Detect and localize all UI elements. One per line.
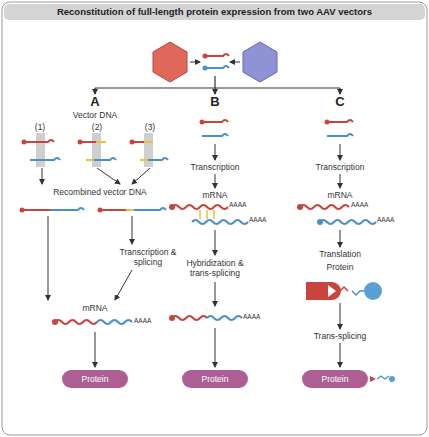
dna-red — [100, 209, 126, 211]
dna-blue — [94, 158, 116, 160]
arrow — [215, 230, 216, 255]
dna-blue — [327, 134, 353, 136]
node-text: Protein — [322, 374, 349, 384]
arrow — [215, 328, 216, 367]
arrow — [42, 168, 43, 184]
recombination-band — [92, 133, 101, 167]
hybridization — [200, 210, 214, 219]
text-label: mRNA — [75, 303, 115, 313]
arrow — [94, 88, 95, 94]
mrna-blue — [97, 320, 132, 324]
splice-signal — [126, 209, 134, 211]
text-label: Transcription — [305, 162, 375, 172]
dna-blue — [30, 158, 60, 160]
protein-fragment-blue — [364, 282, 382, 300]
splice-signal — [96, 141, 106, 143]
dna-blue — [134, 208, 166, 210]
text-label: C — [330, 94, 350, 109]
text-label: B — [205, 94, 225, 109]
text-label: Protein — [310, 262, 370, 272]
text-label: (2) — [85, 122, 109, 132]
mrna-red — [172, 316, 207, 320]
dna-red — [205, 54, 229, 56]
text-label: (3) — [138, 122, 162, 132]
arrow — [340, 230, 341, 247]
protein-pill: Protein — [62, 370, 128, 388]
arrow — [340, 174, 341, 188]
splice-signal — [86, 159, 94, 161]
split-line — [95, 76, 340, 88]
recombination-band — [144, 133, 153, 167]
splice-signal — [140, 142, 153, 160]
text-label: Hybridization & trans-splicing — [175, 258, 255, 278]
arrow — [214, 88, 215, 94]
dna-red — [327, 120, 353, 122]
mrna-blue — [320, 220, 376, 224]
text-label: mRNA — [195, 190, 235, 200]
arrow — [48, 216, 49, 300]
text-label: Transcription & splicing — [113, 247, 183, 267]
text-label: Translation — [305, 249, 375, 259]
text-label: A — [85, 94, 105, 109]
arrow — [95, 332, 96, 367]
dna-red — [80, 141, 96, 143]
text-label: AAAA — [351, 201, 381, 210]
text-label: AAAA — [134, 317, 164, 326]
arrow — [215, 144, 216, 160]
dna-blue — [202, 134, 228, 136]
text-label: mRNA — [320, 190, 360, 200]
arrow — [340, 303, 341, 329]
mrna-blue — [207, 316, 242, 320]
protein-fragment-red — [306, 282, 341, 300]
node-text: Protein — [202, 374, 229, 384]
arrow — [215, 174, 216, 188]
diagram-title: Reconstitution of full-length protein ex… — [4, 4, 425, 20]
text-label: AAAA — [243, 313, 273, 322]
excised-intein-blue — [377, 376, 389, 379]
text-label: AAAA — [377, 216, 407, 225]
dna-red — [22, 209, 50, 211]
arrow — [132, 216, 133, 244]
dna-blue — [148, 158, 168, 160]
title-band — [4, 4, 425, 20]
text-label: Vector DNA — [55, 110, 135, 120]
mrna-red — [172, 205, 228, 209]
mrna-red — [55, 320, 97, 324]
arrow — [340, 343, 341, 367]
intein-tail — [336, 287, 348, 291]
arrow — [230, 62, 240, 63]
arrow — [340, 144, 341, 160]
arrow — [132, 168, 150, 184]
arrow — [115, 270, 132, 300]
protein-pill: Protein — [302, 370, 368, 388]
arrow — [97, 168, 120, 184]
text-label: AAAA — [229, 201, 259, 210]
dna-red — [132, 141, 144, 143]
aav-capsid-blue — [243, 42, 277, 82]
dna-red — [24, 140, 54, 142]
text-label: (1) — [28, 122, 52, 132]
text-label: Trans-splicing — [300, 331, 380, 341]
arrow — [190, 62, 200, 63]
dna-blue — [205, 66, 229, 68]
intein-tail — [352, 291, 364, 295]
recombination-band — [36, 133, 45, 167]
node-text: Protein — [82, 374, 109, 384]
dna-blue — [50, 208, 84, 210]
excised-intein-red — [370, 376, 376, 382]
protein-pill: Protein — [182, 370, 248, 388]
text-label: Recombined vector DNA — [40, 187, 160, 197]
text-label: AAAA — [249, 216, 279, 225]
excised-intein-blue — [389, 376, 395, 382]
mrna-blue — [192, 220, 248, 224]
arrow — [339, 88, 340, 94]
arrow — [215, 282, 216, 306]
mrna-red — [300, 205, 349, 209]
aav-capsid-red — [153, 42, 187, 82]
dna-red — [202, 120, 228, 122]
text-label: Transcription — [180, 162, 250, 172]
